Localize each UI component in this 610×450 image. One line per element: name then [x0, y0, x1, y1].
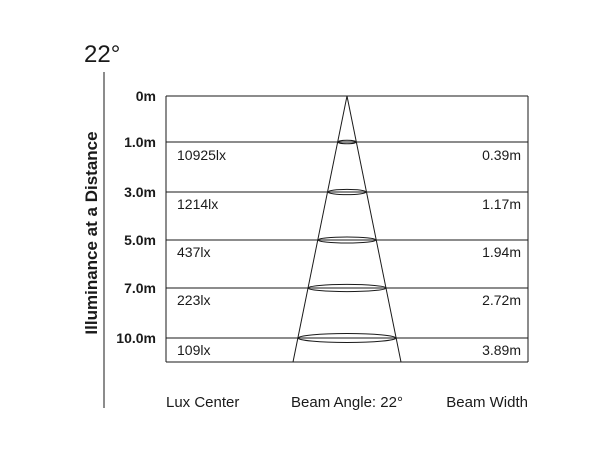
beam-ellipse-2 [327, 188, 367, 196]
beam-edge-right [346, 95, 402, 363]
lux-value-1: 10925lx [177, 147, 226, 163]
lux-value-4: 223lx [177, 292, 210, 308]
distance-label-1: 1.0m [124, 134, 156, 150]
lux-value-5: 109lx [177, 342, 210, 358]
beam-width-value-2: 1.17m [482, 196, 521, 212]
distance-label-2: 3.0m [124, 184, 156, 200]
lux-value-2: 1214lx [177, 196, 218, 212]
beam-width-label: Beam Width [446, 394, 528, 411]
distance-label-4: 7.0m [124, 280, 156, 296]
beam-width-value-4: 2.72m [482, 292, 521, 308]
beam-edge-left [292, 95, 348, 363]
beam-width-value-1: 0.39m [482, 147, 521, 163]
distance-label-0: 0m [136, 88, 156, 104]
beam-ellipse-3 [317, 236, 377, 244]
beam-angle-title: 22° [84, 41, 120, 68]
vertical-axis-label: Illuminance at a Distance [82, 131, 101, 334]
lux-center-label: Lux Center [166, 394, 239, 411]
distance-label-3: 5.0m [124, 232, 156, 248]
beam-width-value-5: 3.89m [482, 342, 521, 358]
lux-value-3: 437lx [177, 244, 210, 260]
beam-ellipse-1 [337, 139, 357, 145]
beam-ellipse-5 [297, 333, 397, 343]
beam-angle-label: Beam Angle: 22° [291, 394, 403, 411]
beam-width-value-3: 1.94m [482, 244, 521, 260]
beam-ellipse-4 [307, 283, 387, 293]
distance-label-5: 10.0m [116, 330, 156, 346]
